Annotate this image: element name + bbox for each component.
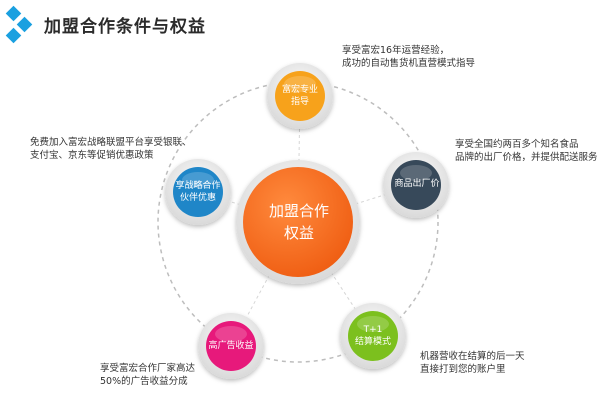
node-circle [391,160,441,210]
node-highlight [182,172,214,188]
node-highlight [400,165,432,181]
node-highlight [357,316,389,332]
connector-line [297,221,374,337]
desc-line: 50%的广告收益分成 [100,376,188,387]
desc-left: 免费加入富宏战略联盟平台享受银联、 支付宝、京东等促销优惠政策 [30,136,230,162]
node-label-line2: 指导 [290,97,309,107]
desc-top: 享受富宏16年运营经验， 成功的自动售货机直营模式指导 [342,44,542,70]
center-label: 加盟合作 权益 [254,200,344,250]
desc-right: 享受全国约两百多个知名食品 品牌的出厂价格，并提供配送服务 [455,138,600,164]
desc-line: 成功的自动售货机直营模式指导 [342,58,476,69]
node-top [267,63,333,129]
center-label-line2: 权益 [283,224,314,242]
node-label-line2: 伙伴优惠 [179,193,216,203]
node-circle [348,311,398,361]
node-circle [275,71,325,121]
node-label-line1: 享战略合作 [175,181,221,191]
desc-line: 支付宝、京东等促销优惠政策 [30,150,154,161]
desc-bottom-left: 享受富宏合作厂家高达 50%的广告收益分成 [100,362,220,388]
node-label-bottom-left: 高广告收益 [204,332,258,360]
node-left [165,159,231,225]
node-group [165,63,449,379]
desc-line: 品牌的出厂价格，并提供配送服务 [455,152,598,163]
node-label-line1: 富宏专业 [281,85,318,95]
center-circle [243,167,353,277]
node-circle [206,321,256,371]
node-label-bottom-right: T+1 结算模式 [346,322,400,350]
page-title: 加盟合作条件与权益 [44,16,206,37]
node-highlight [284,76,316,92]
node-label-top: 富宏专业 指导 [278,82,322,110]
node-label-line1: T+1 [363,325,383,335]
desc-line: 享受富宏合作厂家高达 [100,363,196,374]
desc-line: 享受全国约两百多个知名食品 [455,139,579,150]
desc-line: 直接打到您的账户里 [420,364,506,375]
desc-line: 免费加入富宏战略联盟平台享受银联、 [30,137,192,148]
node-label-right: 商品出厂价 [390,170,444,198]
node-label-line1: 高广告收益 [208,341,254,351]
node-right [383,152,449,218]
node-highlight [215,326,247,342]
node-bottom-left [198,313,264,379]
header: 加盟合作条件与权益 [5,5,206,44]
node-label-left: 享战略合作 伙伴优惠 [168,178,228,206]
center-node [236,160,360,284]
desc-bottom-right: 机器营收在结算的后一天 直接打到您的账户里 [420,350,590,376]
desc-line: 机器营收在结算的后一天 [420,351,525,362]
desc-line: 享受富宏16年运营经验， [342,45,450,56]
node-label-line2: 结算模式 [354,337,391,347]
node-label-line1: 商品出厂价 [394,179,440,189]
node-circle [173,167,223,217]
center-label-line1: 加盟合作 [268,202,329,220]
node-bottom-right [340,303,406,369]
